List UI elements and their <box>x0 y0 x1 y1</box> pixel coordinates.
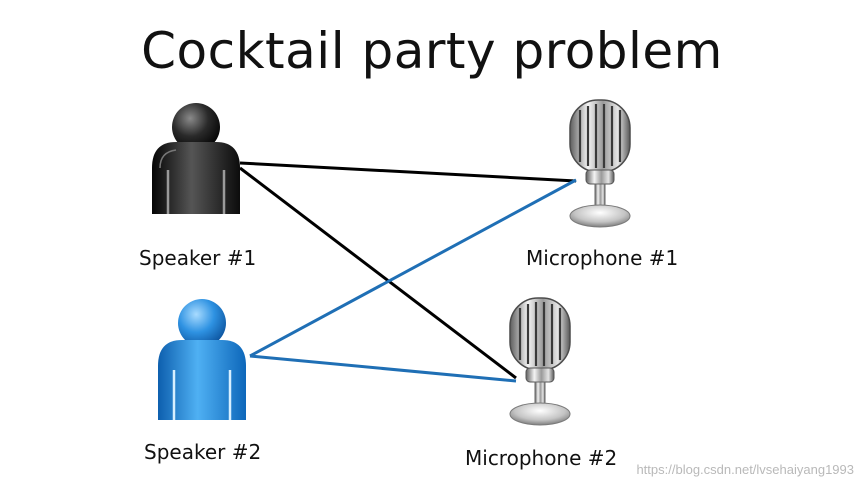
line-speaker1-mic2 <box>239 166 517 380</box>
person-icon <box>158 299 246 420</box>
microphone-icon <box>509 297 571 426</box>
connection-lines <box>239 161 577 383</box>
microphone1-label: Microphone #1 <box>526 246 679 270</box>
line-speaker2-mic1 <box>249 178 577 358</box>
speaker2-label: Speaker #2 <box>144 440 262 464</box>
line-speaker1-mic1 <box>239 161 577 183</box>
microphone2-label: Microphone #2 <box>465 446 618 470</box>
watermark: https://blog.csdn.net/lvsehaiyang1993 <box>636 462 854 477</box>
line-speaker2-mic2 <box>249 354 517 383</box>
speaker1-label: Speaker #1 <box>139 246 257 270</box>
microphone-icon <box>569 99 631 228</box>
page-title: Cocktail party problem <box>141 22 723 80</box>
person-icon <box>152 103 240 214</box>
